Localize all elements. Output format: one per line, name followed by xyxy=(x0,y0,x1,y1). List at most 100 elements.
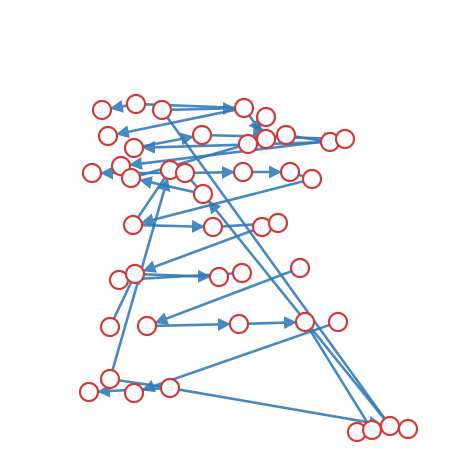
graph-node: 5 xyxy=(120,167,142,189)
node-circle xyxy=(125,93,147,115)
node-circle xyxy=(228,313,250,335)
node-circle xyxy=(120,167,142,189)
graph-node xyxy=(233,97,255,119)
node-circle xyxy=(202,216,224,238)
node-label: 3 xyxy=(326,135,334,149)
graph-node xyxy=(81,162,103,184)
edge-n5-n8 xyxy=(252,122,266,138)
graph-node: 52 xyxy=(361,419,383,441)
edge-n10-n12 xyxy=(293,135,322,142)
graph-node xyxy=(255,106,277,128)
edge-n13-n15 xyxy=(128,138,338,170)
node-circle xyxy=(301,168,323,190)
graph-node xyxy=(125,93,147,115)
graph-node xyxy=(279,161,301,183)
graph-node xyxy=(192,183,214,205)
edge-n18-n19 xyxy=(192,165,235,179)
graph-node: 2 xyxy=(202,216,224,238)
graph-node xyxy=(334,128,356,150)
node-circle xyxy=(192,183,214,205)
node-circle xyxy=(91,99,113,121)
node-label: 2 xyxy=(158,103,166,117)
edge-n33-n34 xyxy=(154,317,231,331)
edge-n36-n39 xyxy=(141,323,331,393)
edge-n2-n1 xyxy=(109,99,129,113)
edge-n28-n32 xyxy=(112,280,133,320)
node-circle xyxy=(231,262,253,284)
node-circle xyxy=(255,106,277,128)
edge-n8-n16 xyxy=(139,145,241,177)
edge-n31-n33 xyxy=(154,269,293,325)
node-label: 40 xyxy=(254,220,269,234)
graph-node: 1 xyxy=(123,382,145,404)
edge-n21-n23 xyxy=(140,179,305,227)
edge-n43-n3 xyxy=(166,116,387,421)
graph-node: 1 xyxy=(255,128,277,150)
graph-node: 45 xyxy=(379,415,401,437)
graph-node: 1 xyxy=(289,257,311,279)
node-label: 3 xyxy=(166,381,174,395)
node-circle xyxy=(136,315,158,337)
node-circle xyxy=(327,311,349,333)
graph-node xyxy=(99,316,121,338)
node-circle xyxy=(237,133,259,155)
node-label: 3 xyxy=(244,137,252,151)
node-circle xyxy=(294,311,316,333)
graph-node: 2 xyxy=(151,99,173,121)
graph-node xyxy=(397,418,419,440)
node-circle xyxy=(78,381,100,403)
graph-node xyxy=(99,368,121,390)
node-label: 5 xyxy=(127,171,135,185)
node-label: 1 xyxy=(98,103,106,117)
node-circle xyxy=(99,316,121,338)
node-circle xyxy=(397,418,419,440)
node-circle xyxy=(267,212,289,234)
edge-n4-n6 xyxy=(115,108,237,139)
graph-node: 3 xyxy=(228,313,250,335)
node-circle xyxy=(159,377,181,399)
graph-node: 3 xyxy=(237,133,259,155)
graph-node: 42 xyxy=(231,262,253,284)
graph-node xyxy=(97,125,119,147)
node-label: 2 xyxy=(209,220,217,234)
node-circle xyxy=(289,257,311,279)
node-circle xyxy=(99,368,121,390)
node-circle xyxy=(208,266,230,288)
graph-node xyxy=(78,381,100,403)
node-circle xyxy=(123,137,145,159)
graph-node xyxy=(327,311,349,333)
node-circle xyxy=(97,125,119,147)
graph-node xyxy=(232,161,254,183)
node-label: 1 xyxy=(296,261,304,275)
node-label: 42 xyxy=(234,266,249,280)
edge-n40-n37 xyxy=(118,379,163,388)
edge-n18-n22 xyxy=(189,178,198,188)
graph-node: 3 xyxy=(159,377,181,399)
node-circle xyxy=(124,263,146,285)
node-circle xyxy=(122,214,144,236)
edge-n40-n43 xyxy=(177,388,383,429)
graph-node: 41 xyxy=(124,263,146,285)
node-circle xyxy=(279,161,301,183)
edge-n25-n28 xyxy=(142,228,255,273)
node-label: 3 xyxy=(235,317,243,331)
graph-node: 44 xyxy=(294,311,316,333)
graph-node: 5 xyxy=(208,266,230,288)
graph-node xyxy=(191,124,213,146)
node-label: 5 xyxy=(215,270,223,284)
graph-node: 69 xyxy=(122,214,144,236)
graph-node xyxy=(301,168,323,190)
edge-n43-n22 xyxy=(207,200,386,421)
node-label: 41 xyxy=(127,267,142,281)
node-label: 1 xyxy=(130,386,138,400)
node-circle xyxy=(334,128,356,150)
node-circle xyxy=(233,97,255,119)
graph-node: 1 xyxy=(91,99,113,121)
node-circle xyxy=(255,128,277,150)
node-circle xyxy=(151,99,173,121)
graph-node: 4 xyxy=(159,159,181,181)
node-label: 52 xyxy=(364,423,379,437)
node-circle xyxy=(123,382,145,404)
